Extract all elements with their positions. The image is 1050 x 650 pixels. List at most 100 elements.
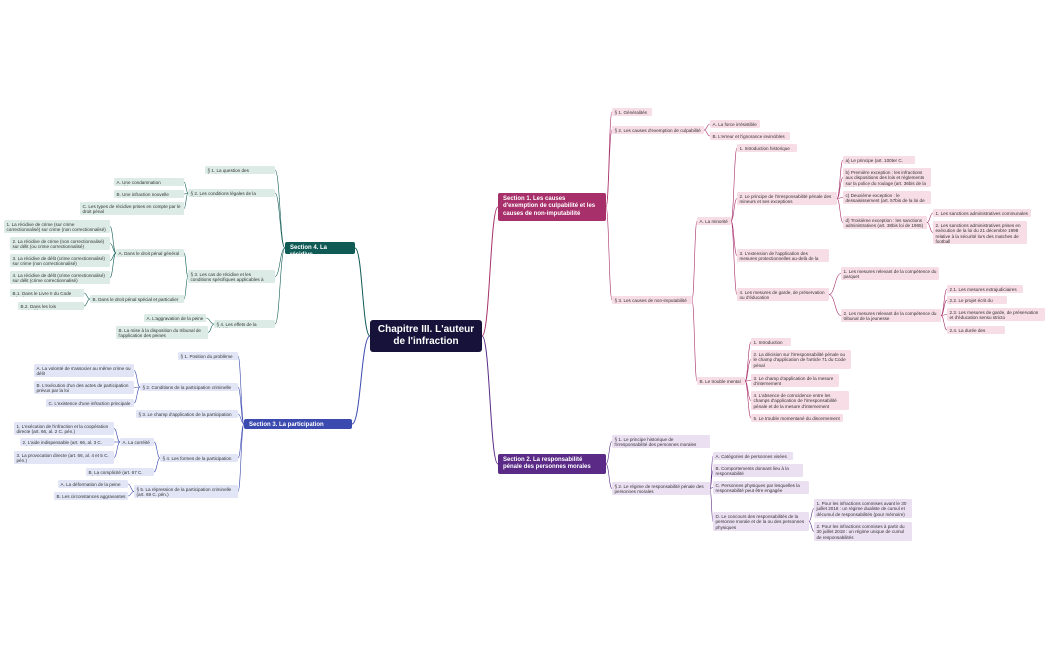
s4-droit-special[interactable]: B. Dans le droit pénal spécial et partic…	[90, 295, 184, 303]
trouble-absence[interactable]: 4. L'absence de coïncidence entre les ch…	[751, 391, 849, 410]
s1-generalites[interactable]: § 1. Généralités	[612, 108, 652, 116]
s3-position[interactable]: § 1. Position du problème	[178, 352, 238, 360]
link-n-s1-exe	[605, 129, 613, 208]
s3-correite-1[interactable]: 1. L'exécution de l'infraction et la coo…	[14, 422, 114, 435]
link-n-s3-cc	[133, 386, 141, 404]
mesures-parquet[interactable]: 1. Les mesures relevant de la compétence…	[841, 267, 939, 280]
root-node[interactable]: Chapitre III. L'auteur de l'infraction	[370, 320, 482, 352]
minorite-principe[interactable]: 2. Le principe de l'irresponsabilité pén…	[737, 192, 837, 205]
trouble-champ[interactable]: 3. Le champ d'application de la mesure d…	[751, 374, 839, 387]
s3-conditions[interactable]: § 2. Conditions de la participation crim…	[140, 383, 238, 391]
s1-exemption[interactable]: § 2. Les causes d'exemption de culpabili…	[612, 126, 704, 134]
s2-principe-historique[interactable]: § 1. Le principe historique de l'irrespo…	[612, 435, 710, 448]
link-n-s3-p2	[237, 386, 245, 425]
s4-recidive-4[interactable]: 4. La récidive de délit (crime correctio…	[10, 271, 110, 284]
s4-recidive-3[interactable]: 3. La récidive de délit (crime correctio…	[10, 254, 110, 267]
tribunal-2-3[interactable]: 2.3. Les mesures de garde, de préservati…	[947, 308, 1045, 321]
minorite-b[interactable]: b) Première exception : les infractions …	[843, 168, 931, 187]
s3-repression[interactable]: § 5. La répression de la participation c…	[134, 485, 238, 498]
tribunal-2-2[interactable]: 2.2. Le projet écrit du jeune	[947, 296, 1007, 304]
minorite-intro[interactable]: 1. Introduction historique	[737, 144, 797, 152]
section-2-node[interactable]: Section 2. La responsabilité pénale des …	[498, 454, 606, 474]
s4-effets[interactable]: § 4. Les effets de la récidive	[214, 320, 275, 328]
link-n-s1-tr	[691, 299, 698, 382]
s3-complicite[interactable]: B. La complicité (art. 67 C. pén.)	[86, 468, 154, 476]
link-n-s3-ra	[127, 483, 135, 492]
s4-condamnation[interactable]: A. Une condamnation antérieure	[114, 178, 184, 186]
minorite-mesures[interactable]: 4. Les mesures de garde, de préservation…	[737, 288, 829, 301]
s3-correite-2[interactable]: 2. L'aide indispensable (art. 66, al. 3 …	[20, 438, 114, 446]
tribunal-2-4[interactable]: 2.4. La durée des mesures	[947, 326, 1005, 334]
section-3-node[interactable]: Section 3. La participation criminelle	[244, 419, 352, 429]
s2-concours-avant[interactable]: 1. Pour les infractions commises avant l…	[814, 499, 912, 518]
trouble-decision[interactable]: 2. La décision sur l'irresponsabilité pé…	[751, 350, 851, 369]
tribunal-2-1[interactable]: 2.1. Les mesures extrajudiciaires	[947, 285, 1023, 293]
s2-comportements[interactable]: B. Comportements donnant lieu à la respo…	[713, 464, 803, 477]
s3-deformation[interactable]: A. La déformation de la peine	[58, 480, 128, 488]
link-n-t2	[744, 359, 752, 382]
link-n-s4-gen	[183, 252, 189, 277]
s4-cas[interactable]: § 3. Les cas de récidive et les conditio…	[188, 270, 275, 283]
link-n-s4-cc	[183, 192, 189, 209]
link-n-s3-c1	[113, 428, 121, 443]
link-n-s2	[481, 335, 499, 465]
minorite-d1[interactable]: 1. Les sanctions administratives communa…	[933, 209, 1031, 217]
link-n-m-c	[836, 197, 844, 199]
link-n-s3-ca	[133, 370, 141, 388]
mesures-tribunal[interactable]: 2. Les mesures relevant de la compétence…	[841, 309, 941, 322]
s3-formes[interactable]: § 4. Les formes de la participation	[160, 454, 238, 462]
trouble-momentane[interactable]: 5. Le trouble momentané du discernement	[751, 414, 843, 422]
s2-regime[interactable]: § 2. Le régime de responsabilité pénale …	[612, 482, 710, 495]
s1-erreur-ignorance[interactable]: B. L'erreur et l'ignorance invincibles	[710, 132, 790, 140]
link-n-m-mes	[730, 220, 738, 295]
s4-droit-general[interactable]: A. Dans le droit pénal général	[116, 249, 184, 257]
link-n-s3-c3	[113, 441, 121, 458]
s3-correite[interactable]: A. La corréité	[120, 438, 154, 446]
s2-concours-apres[interactable]: 2. Pour les infractions commises à parti…	[814, 522, 912, 541]
s1-minorite[interactable]: A. La minorité	[697, 217, 731, 225]
link-n-s4-ca	[183, 181, 189, 194]
link-n-m-intro	[730, 147, 738, 222]
link-n-s4-ea	[205, 317, 215, 325]
minorite-c[interactable]: c) Deuxième exception : le dessaisisseme…	[843, 191, 931, 204]
s1-non-imputabilite[interactable]: § 3. Les causes de non-imputabilité	[612, 296, 692, 304]
link-n-s4-g4	[109, 252, 117, 278]
minorite-d[interactable]: d) Troisième exception : les sanctions a…	[843, 216, 927, 229]
s4-types[interactable]: C. Les types de récidive prises en compt…	[80, 202, 184, 215]
link-n-s1-err	[703, 129, 711, 137]
s3-execution[interactable]: B. L'exécution d'un des actes de partici…	[34, 381, 134, 394]
s4-lois-particulieres[interactable]: B.2. Dans les lois particulières	[18, 302, 84, 310]
link-n-m-tri	[828, 294, 842, 316]
s2-personnes-physiques[interactable]: C. Personnes physiques par lesquelles la…	[713, 481, 809, 494]
minorite-extension[interactable]: 3. L'extension de l'application des mesu…	[737, 249, 829, 262]
s4-recidive-1[interactable]: 1. La récidive de crime (sur crime corre…	[4, 220, 110, 233]
link-n-t1	[744, 341, 752, 382]
s2-categories[interactable]: A. Catégories de personnes visées	[713, 452, 793, 460]
minorite-a[interactable]: a) Le principe (art. 100ter C. pén).	[843, 156, 915, 164]
section-1-node[interactable]: Section 1. Les causes d'exemption de cul…	[498, 193, 606, 221]
s4-recidive-2[interactable]: 2. La récidive de crime (non correctionn…	[10, 237, 110, 250]
s4-mise-disposition[interactable]: B. La mise à la disposition du tribunal …	[116, 326, 208, 339]
s4-aggravation[interactable]: A. L'aggravation de la peine	[144, 314, 206, 322]
s1-force-irresistible[interactable]: A. La force irrésistible	[710, 120, 760, 128]
s3-correite-3[interactable]: 3. La provocation directe (art. 66, al. …	[14, 451, 114, 464]
s4-fondements[interactable]: § 1. La question des fondements	[205, 166, 275, 174]
s3-volonte[interactable]: A. La volonté de s'associer au même crim…	[34, 364, 134, 377]
s2-concours[interactable]: D. Le concours des responsabilités de la…	[713, 512, 809, 531]
s3-infraction-principale[interactable]: C. L'existence d'une infraction principa…	[46, 399, 134, 407]
minorite-d2[interactable]: 2. Les sanctions administratives prises …	[933, 221, 1027, 244]
link-n-s4-s2	[83, 298, 91, 307]
link-n-s4-sp	[183, 276, 189, 300]
s4-infraction-nouvelle[interactable]: B. Une infraction nouvelle	[114, 190, 184, 198]
s3-champ[interactable]: § 3. Le champ d'application de la partic…	[136, 410, 238, 418]
s4-conditions[interactable]: § 2. Les conditions légales de la récidi…	[188, 189, 275, 197]
s1-trouble-mental[interactable]: B. Le trouble mental	[697, 377, 745, 385]
s3-circonstances[interactable]: B. Les circonstances aggravantes	[54, 492, 128, 500]
link-n-s4-p4	[274, 247, 286, 325]
s4-livre-2[interactable]: B.1. Dans le Livre II du Code pénal	[10, 289, 84, 297]
section-4-node[interactable]: Section 4. La récidive	[285, 242, 355, 254]
trouble-intro[interactable]: 1. Introduction	[751, 338, 791, 346]
link-n-s1-min	[691, 220, 698, 301]
